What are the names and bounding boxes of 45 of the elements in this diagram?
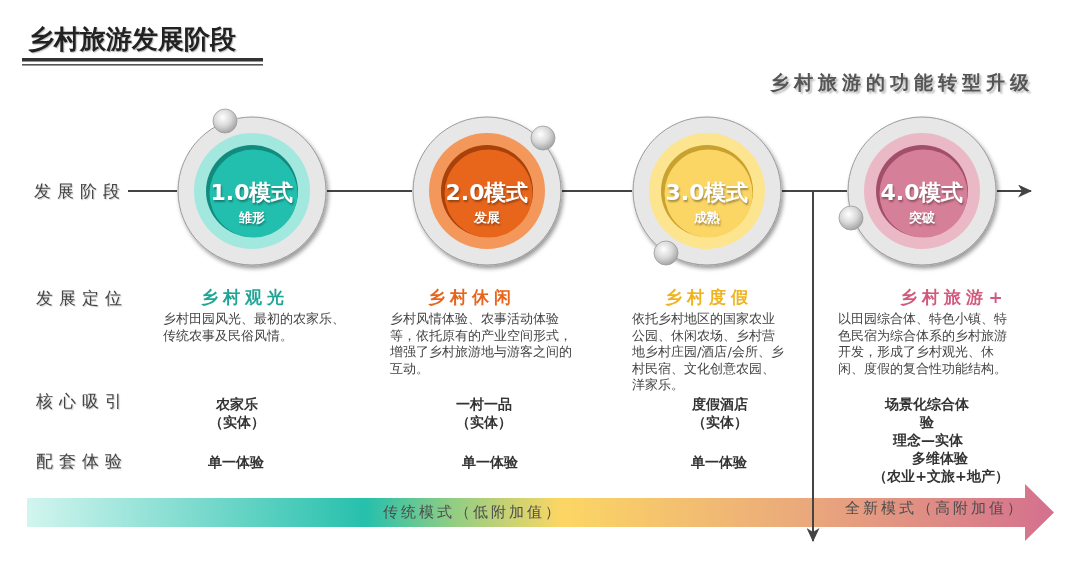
divider-arrow (806, 190, 820, 542)
attraction-text: 度假酒店（实体） (691, 395, 749, 431)
gradient-arrow-band (27, 484, 1054, 541)
title: 乡村旅游发展阶段 (28, 23, 236, 56)
connector-line (781, 190, 848, 192)
mode-label: 2.0模式 (445, 180, 529, 206)
connector-line (127, 190, 178, 192)
experience-text: 多维体验 (912, 449, 968, 467)
stage-heading: 乡村休闲 (428, 286, 516, 308)
stage-label: 成熟 (694, 210, 720, 226)
experience-text: 单一体验 (691, 453, 747, 471)
band-label: 全新模式（高附加值） (845, 498, 1025, 518)
experience-text: （农业+文旅+地产） (873, 467, 1009, 485)
row-header: 发展定位 (36, 287, 128, 309)
mode-label: 3.0模式 (665, 180, 749, 206)
description-text: 依托乡村地区的国家农业公园、休闲农场、乡村营地乡村庄园/酒店/会所、乡村民宿、文化创意农园、洋家乐。 (632, 311, 785, 394)
experience-text: 单一体验 (208, 453, 264, 471)
connector-line (326, 190, 413, 192)
stage-label: 发展 (474, 210, 500, 226)
stage-label: 突破 (909, 210, 935, 226)
stage-heading: 乡村度假 (665, 286, 753, 308)
stage-heading: 乡村观光 (201, 286, 289, 308)
description-text: 以田园综合体、特色小镇、特色民宿为综合体系的乡村旅游开发，形成了乡村观光、休闲、度假的复合性功能结构。 (838, 311, 1008, 377)
stage-circle (847, 116, 997, 266)
stage-heading: 乡村旅游+ (900, 286, 1008, 308)
stage-circle (632, 116, 782, 266)
connector-line (561, 190, 633, 192)
subtitle: 乡村旅游的功能转型升级 (770, 70, 1034, 94)
description-text: 乡村田园风光、最初的农家乐、传统农事及民俗风情。 (163, 311, 346, 344)
row-header: 配套体验 (36, 450, 128, 472)
experience-text: 单一体验 (462, 453, 518, 471)
attraction-text: 农家乐（实体） (208, 395, 266, 431)
stage-label: 雏形 (239, 210, 265, 226)
connector-line (996, 184, 1032, 198)
mode-label: 1.0模式 (210, 180, 294, 206)
stage-circle (412, 116, 562, 266)
attraction-text: 一村一品（实体） (455, 395, 513, 431)
stage-circle (177, 116, 327, 266)
experience-text: 理念—实体 (893, 431, 963, 449)
mode-label: 4.0模式 (880, 180, 964, 206)
description-text: 乡村风情体验、农事活动体验等，依托原有的产业空间形式，增强了乡村旅游地与游客之间的互动。 (390, 311, 573, 377)
attraction-text: 场景化综合体验 (883, 395, 970, 431)
row-header: 核心吸引 (36, 390, 128, 412)
band-label: 传统模式（低附加值） (383, 502, 563, 522)
row-header: 发展阶段 (34, 180, 128, 202)
